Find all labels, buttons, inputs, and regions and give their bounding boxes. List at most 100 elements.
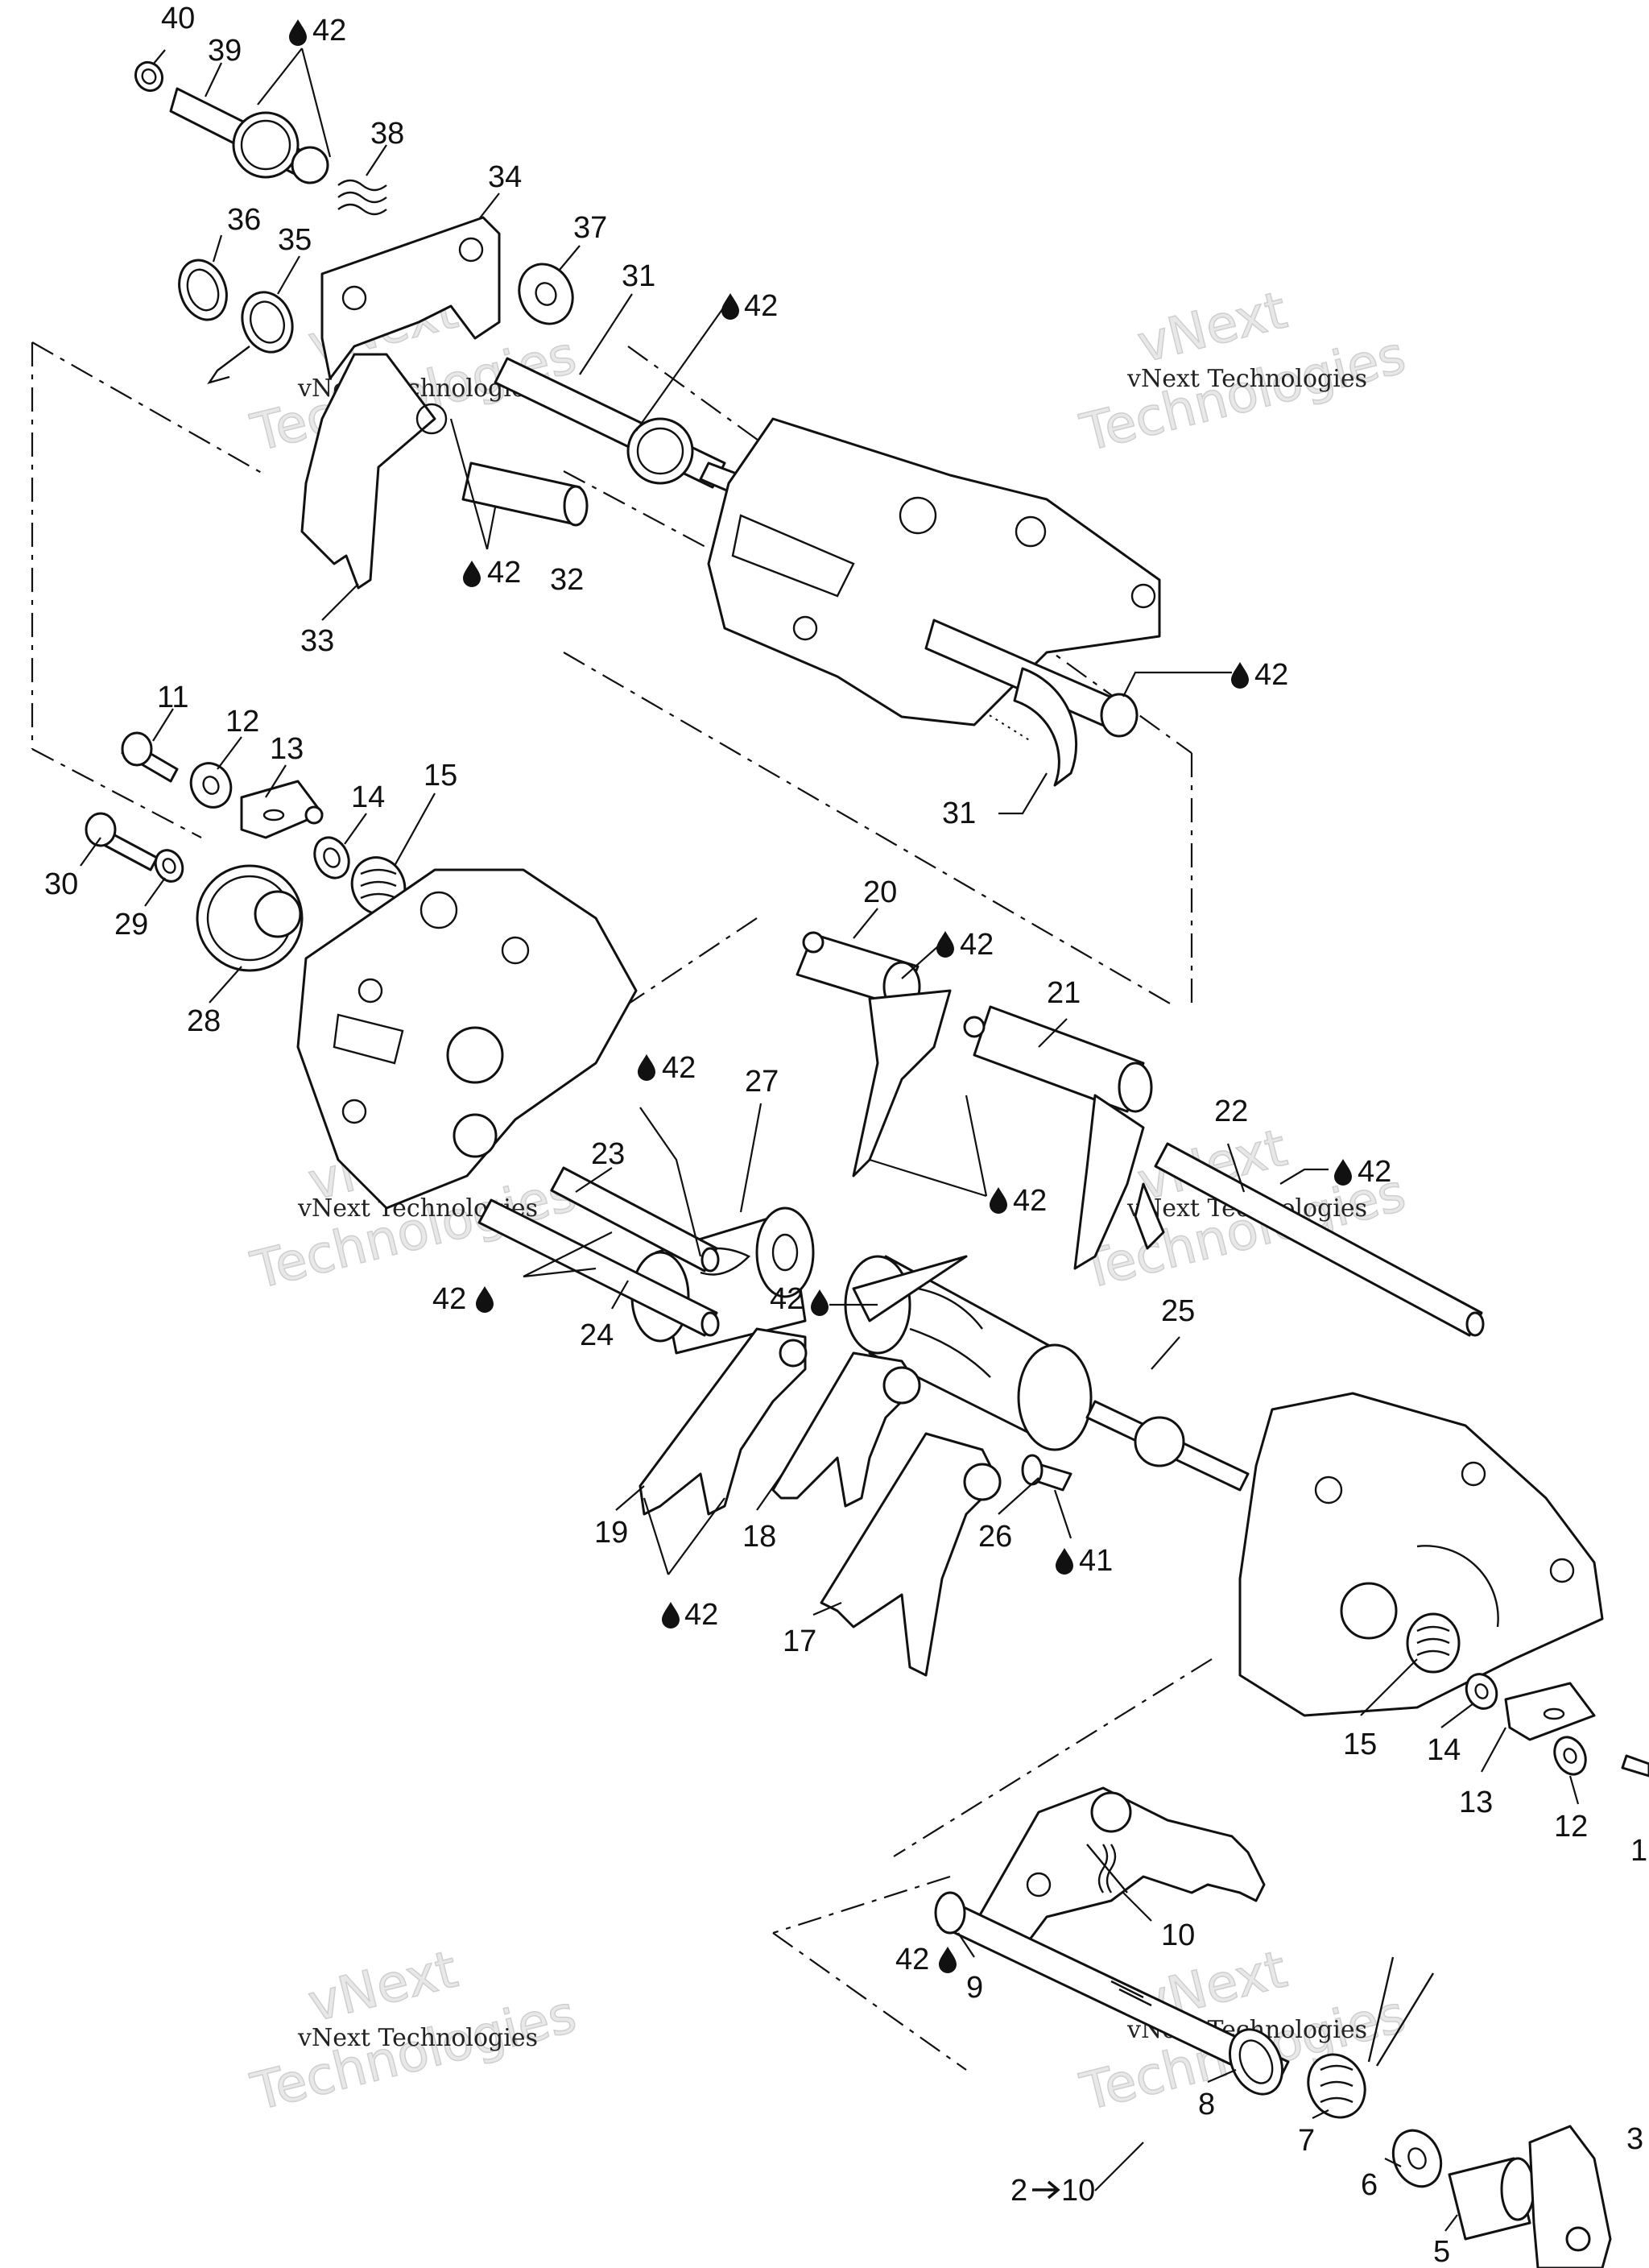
part-6-washer <box>1391 2129 1443 2188</box>
callout-27: 27 <box>745 1065 779 1099</box>
part-12b-washer <box>1553 1736 1587 1776</box>
svg-text:vNext Technologies: vNext Technologies <box>1126 365 1367 393</box>
callout-11: 11 <box>157 681 188 714</box>
part-28-gear <box>196 864 304 972</box>
part-17-fork <box>820 1432 1002 1677</box>
callout-42: 42 <box>662 1051 696 1085</box>
callout-12: 12 <box>1554 1810 1588 1844</box>
callout-33: 33 <box>300 624 334 658</box>
callout-17: 17 <box>783 1624 816 1658</box>
callout-41: 41 <box>1079 1544 1113 1578</box>
callout-26: 26 <box>978 1520 1012 1554</box>
part-36-seal <box>178 259 228 321</box>
part-30-bolt <box>85 812 159 871</box>
callout-42: 42 <box>487 556 521 590</box>
part-selector-housing-left <box>296 868 638 1210</box>
callout-31: 31 <box>622 259 655 293</box>
part-25-shift-drum <box>844 1255 1250 1492</box>
part-11b-bolt <box>1621 1754 1649 1778</box>
callout-10: 10 <box>1161 1918 1195 1952</box>
callout-23: 23 <box>591 1137 625 1171</box>
part-3-lever <box>1528 2125 1612 2268</box>
part-37-washer <box>518 263 574 325</box>
watermark-bottom-left: vNext Technologies vNext Technologies <box>245 1939 582 2124</box>
part-24-shaft <box>477 1198 720 1337</box>
part-32-pin <box>461 461 589 527</box>
leader-lines <box>80 48 1580 2232</box>
callout-30: 30 <box>44 867 78 901</box>
part-14b-washer <box>1465 1673 1498 1710</box>
callout-25: 25 <box>1161 1294 1195 1328</box>
callout-42: 42 <box>895 1943 929 1976</box>
callout-7: 7 <box>1298 2124 1315 2158</box>
callout-36: 36 <box>227 203 261 237</box>
callout-39: 39 <box>208 34 242 68</box>
callout-1: 1 <box>1630 1834 1647 1868</box>
part-12-washer <box>189 762 233 809</box>
part-14-washer <box>313 836 350 879</box>
part-23-shaft <box>550 1166 720 1273</box>
callout-19: 19 <box>594 1516 628 1550</box>
callout-40: 40 <box>161 2 195 35</box>
callout-14: 14 <box>351 780 385 814</box>
callout-22: 22 <box>1214 1095 1248 1128</box>
callout-42: 42 <box>1013 1184 1047 1218</box>
callout-14: 14 <box>1427 1733 1461 1767</box>
svg-text:vNext Technologies: vNext Technologies <box>297 2024 538 2052</box>
callout-21: 21 <box>1047 976 1081 1010</box>
part-8-seal <box>1229 2028 1283 2096</box>
part-20-fork-pin <box>796 931 952 1177</box>
callout-32: 32 <box>550 563 584 597</box>
callout-15: 15 <box>1343 1728 1377 1761</box>
part-33-lever <box>300 353 448 590</box>
callout-42: 42 <box>684 1598 718 1632</box>
watermark-top-right: vNext Technologies vNext Technologies <box>1074 280 1411 465</box>
part-40-washer <box>134 60 164 93</box>
part-29-washer <box>154 849 184 883</box>
callout-range-to: 10 <box>1061 2174 1095 2208</box>
part-18-fork <box>771 1351 921 1508</box>
callout-42: 42 <box>744 289 778 323</box>
callout-3: 3 <box>1626 2122 1643 2156</box>
part-shift-lever-plate <box>973 1786 1266 1951</box>
part-34-plate <box>320 216 501 380</box>
callout-range-from: 2 <box>1010 2174 1027 2208</box>
part-5-bushing <box>1448 2157 1535 2241</box>
part-selector-housing-upper <box>707 417 1161 787</box>
part-13b-stopper <box>1504 1682 1596 1741</box>
callout-31: 31 <box>942 797 976 830</box>
callout-13: 13 <box>1459 1786 1493 1819</box>
callout-labels: 40 39 42 38 34 36 3 5 37 31 42 42 32 33 4… <box>44 2 1647 2268</box>
callout-12: 12 <box>225 705 259 739</box>
part-38-spring <box>337 179 387 216</box>
callout-9: 9 <box>966 1971 983 2005</box>
callout-42: 42 <box>432 1282 466 1316</box>
callout-42: 42 <box>312 14 346 48</box>
right-arrow-icon <box>1032 2180 1060 2200</box>
part-19-fork <box>639 1327 808 1516</box>
part-13-stopper <box>240 780 324 839</box>
part-21-fork-sleeve <box>963 1005 1165 1270</box>
part-39-gear-shaft <box>169 87 329 184</box>
callout-38: 38 <box>370 117 404 151</box>
callout-42: 42 <box>960 928 994 962</box>
callout-15: 15 <box>424 759 457 793</box>
callout-42: 42 <box>1254 658 1288 692</box>
part-selector-housing-right <box>1238 1392 1604 1717</box>
callout-42: 42 <box>770 1282 804 1316</box>
callout-24: 24 <box>580 1318 614 1352</box>
callout-28: 28 <box>187 1004 221 1038</box>
callout-37: 37 <box>573 211 607 245</box>
callout-13: 13 <box>270 732 304 766</box>
part-7-spring <box>1307 1956 1435 2119</box>
callout-29: 29 <box>114 908 148 942</box>
part-11-bolt <box>121 731 179 783</box>
part-22-shaft <box>1154 1142 1485 1337</box>
callout-5: 5 <box>1433 2235 1450 2268</box>
part-35-spring <box>207 291 294 385</box>
callout-6: 6 <box>1361 2168 1378 2202</box>
callout-34: 34 <box>488 160 522 194</box>
callout-42: 42 <box>1358 1155 1391 1189</box>
